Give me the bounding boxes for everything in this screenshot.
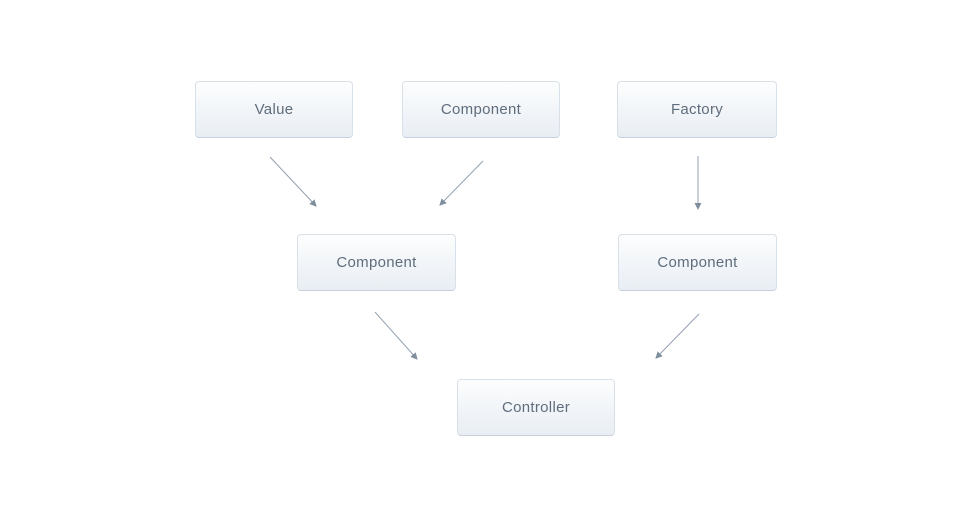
node-component-right: Component	[618, 234, 777, 291]
node-controller: Controller	[457, 379, 615, 436]
node-factory: Factory	[617, 81, 777, 138]
arrow-component-right-to-controller	[655, 313, 700, 359]
arrow-component-left-to-controller	[374, 311, 418, 360]
node-component-left: Component	[297, 234, 456, 291]
node-component-top: Component	[402, 81, 560, 138]
arrow-component-top-to-component-left	[439, 160, 484, 206]
node-value: Value	[195, 81, 353, 138]
arrow-value-to-component-left	[269, 156, 317, 207]
